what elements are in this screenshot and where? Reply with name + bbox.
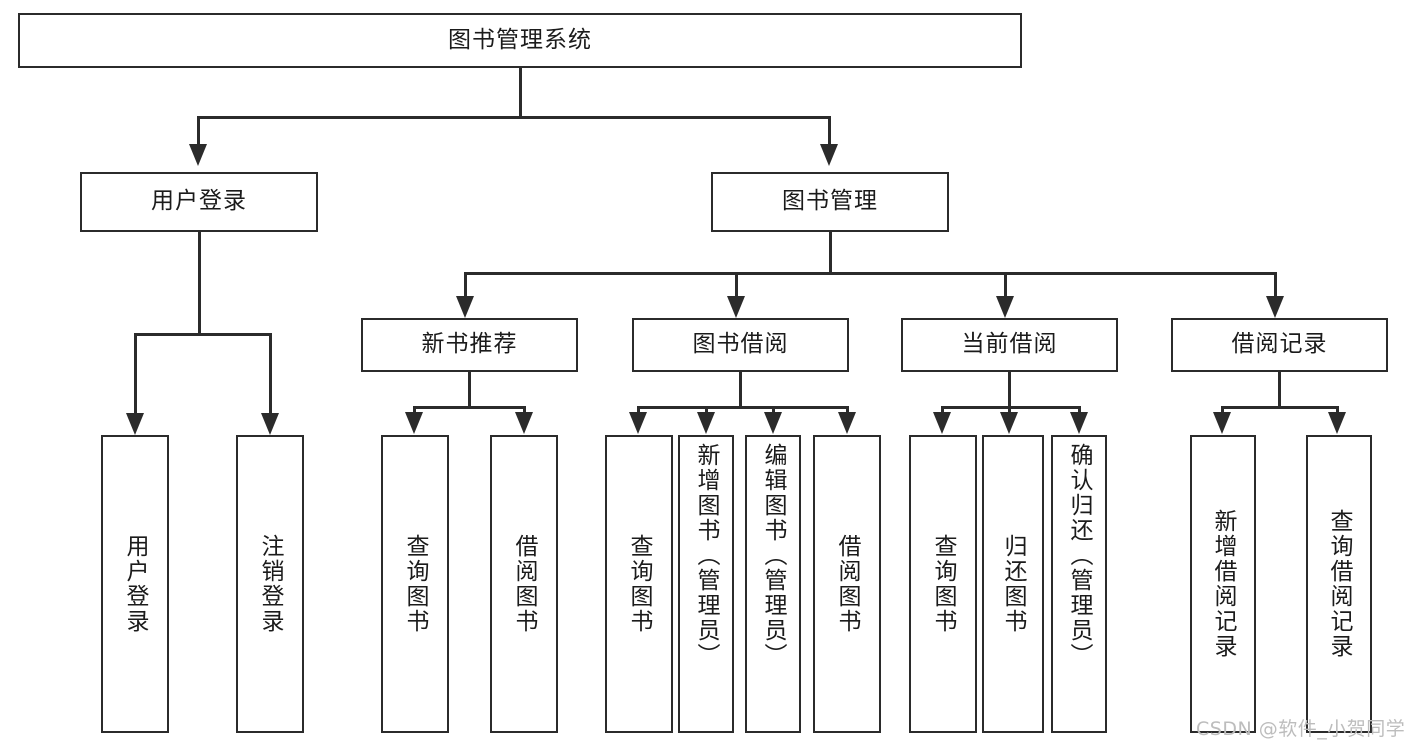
arrow-to-leaf-return-book <box>1000 412 1018 434</box>
connector-level2-drop-2 <box>828 116 831 144</box>
connector-newbook-bus <box>413 406 526 409</box>
leaf-borrow-book-newrec[interactable]: 借阅图书 <box>490 435 558 733</box>
connector-newbook-stem <box>468 372 471 408</box>
connector-bookborrow-drop-2 <box>705 406 708 413</box>
connector-level3-drop-1 <box>464 272 467 296</box>
arrow-to-new-book-rec <box>456 296 474 318</box>
connector-level2-bus <box>197 116 831 119</box>
leaf-edit-book-admin[interactable]: 编辑图书（管理员） <box>745 435 801 733</box>
connector-level2-drop-1 <box>197 116 200 144</box>
leaf-confirm-return-admin-label: 确认归还（管理员） <box>1066 443 1093 668</box>
arrow-to-leaf-confirm-return <box>1070 412 1088 434</box>
node-new-book-rec-label: 新书推荐 <box>421 331 518 358</box>
connector-bookborrow-bus <box>637 406 849 409</box>
leaf-logout-label: 注销登录 <box>257 534 284 634</box>
arrow-to-book-borrow <box>727 296 745 318</box>
connector-level3-drop-4 <box>1274 272 1277 296</box>
connector-currentborrow-stem <box>1008 372 1011 408</box>
connector-user-login-bus <box>134 333 272 336</box>
arrow-to-user-login <box>189 144 207 166</box>
arrow-to-borrow-record <box>1266 296 1284 318</box>
leaf-user-login[interactable]: 用户登录 <box>101 435 169 733</box>
leaf-user-login-label: 用户登录 <box>122 534 149 634</box>
leaf-add-book-admin-label: 新增图书（管理员） <box>693 443 720 668</box>
connector-bookborrow-drop-3 <box>772 406 775 413</box>
connector-root-stem <box>519 68 522 118</box>
connector-newbook-drop-1 <box>413 406 416 413</box>
node-borrow-record[interactable]: 借阅记录 <box>1171 318 1388 372</box>
connector-user-login-drop-2 <box>269 333 272 413</box>
node-current-borrow[interactable]: 当前借阅 <box>901 318 1118 372</box>
leaf-query-book-newrec[interactable]: 查询图书 <box>381 435 449 733</box>
node-borrow-record-label: 借阅记录 <box>1231 331 1328 358</box>
leaf-query-book-borrow-label: 查询图书 <box>626 534 653 634</box>
connector-borrowrecord-drop-2 <box>1336 406 1339 413</box>
arrow-to-leaf-borrow-book-2 <box>838 412 856 434</box>
connector-currentborrow-drop-3 <box>1078 406 1081 413</box>
arrow-to-leaf-add-record <box>1213 412 1231 434</box>
node-root-label: 图书管理系统 <box>448 26 592 53</box>
leaf-query-book-current[interactable]: 查询图书 <box>909 435 977 733</box>
arrow-to-leaf-add-book <box>697 412 715 434</box>
leaf-add-borrow-record-label: 新增借阅记录 <box>1210 509 1237 659</box>
leaf-query-book-newrec-label: 查询图书 <box>402 534 429 634</box>
connector-borrowrecord-stem <box>1278 372 1281 408</box>
connector-level3-bus <box>464 272 1277 275</box>
node-user-login-label: 用户登录 <box>151 188 247 215</box>
node-book-manage[interactable]: 图书管理 <box>711 172 949 232</box>
node-user-login[interactable]: 用户登录 <box>80 172 318 232</box>
connector-user-login-stem <box>198 232 201 335</box>
arrow-to-leaf-borrow-book-1 <box>515 412 533 434</box>
connector-currentborrow-drop-1 <box>941 406 944 413</box>
node-book-borrow-label: 图书借阅 <box>692 331 789 358</box>
connector-book-manage-stem <box>829 232 832 274</box>
node-current-borrow-label: 当前借阅 <box>961 331 1058 358</box>
leaf-add-book-admin[interactable]: 新增图书（管理员） <box>678 435 734 733</box>
connector-bookborrow-drop-1 <box>637 406 640 413</box>
node-book-manage-label: 图书管理 <box>782 188 878 215</box>
leaf-query-book-current-label: 查询图书 <box>930 534 957 634</box>
arrow-to-leaf-edit-book <box>764 412 782 434</box>
node-new-book-rec[interactable]: 新书推荐 <box>361 318 578 372</box>
arrow-to-book-manage <box>820 144 838 166</box>
leaf-query-borrow-record[interactable]: 查询借阅记录 <box>1306 435 1372 733</box>
leaf-query-borrow-record-label: 查询借阅记录 <box>1326 509 1353 659</box>
connector-newbook-drop-2 <box>523 406 526 413</box>
leaf-borrow-book-borrow-label: 借阅图书 <box>834 534 861 634</box>
arrow-to-current-borrow <box>996 296 1014 318</box>
connector-level3-drop-3 <box>1004 272 1007 296</box>
arrow-to-leaf-logout <box>261 413 279 435</box>
csdn-watermark: CSDN @软件_小贺同学 <box>1196 718 1405 740</box>
leaf-add-borrow-record[interactable]: 新增借阅记录 <box>1190 435 1256 733</box>
connector-currentborrow-bus <box>941 406 1081 409</box>
leaf-logout[interactable]: 注销登录 <box>236 435 304 733</box>
arrow-to-leaf-query-book-3 <box>933 412 951 434</box>
connector-bookborrow-stem <box>739 372 742 408</box>
node-book-borrow[interactable]: 图书借阅 <box>632 318 849 372</box>
arrow-to-leaf-query-record <box>1328 412 1346 434</box>
leaf-confirm-return-admin[interactable]: 确认归还（管理员） <box>1051 435 1107 733</box>
leaf-borrow-book-newrec-label: 借阅图书 <box>511 534 538 634</box>
leaf-return-book-label: 归还图书 <box>1000 534 1027 634</box>
connector-bookborrow-drop-4 <box>846 406 849 413</box>
connector-level3-drop-2 <box>735 272 738 296</box>
arrow-to-leaf-query-book-1 <box>405 412 423 434</box>
connector-borrowrecord-drop-1 <box>1221 406 1224 413</box>
leaf-query-book-borrow[interactable]: 查询图书 <box>605 435 673 733</box>
connector-currentborrow-drop-2 <box>1008 406 1011 413</box>
connector-borrowrecord-bus <box>1221 406 1339 409</box>
arrow-to-leaf-query-book-2 <box>629 412 647 434</box>
node-root[interactable]: 图书管理系统 <box>18 13 1022 68</box>
leaf-edit-book-admin-label: 编辑图书（管理员） <box>760 443 787 668</box>
connector-user-login-drop-1 <box>134 333 137 413</box>
arrow-to-leaf-user-login <box>126 413 144 435</box>
leaf-borrow-book-borrow[interactable]: 借阅图书 <box>813 435 881 733</box>
leaf-return-book[interactable]: 归还图书 <box>982 435 1044 733</box>
